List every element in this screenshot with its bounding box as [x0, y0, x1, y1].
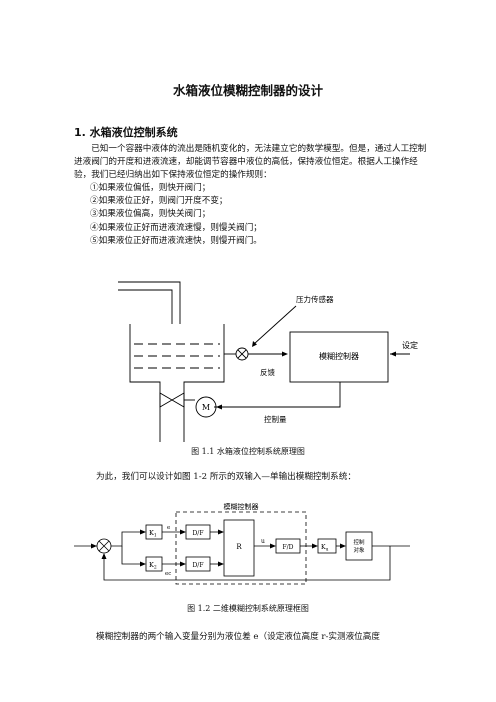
tank-wall: [129, 324, 161, 392]
ec-label: ec: [165, 571, 171, 577]
intro-paragraph: 已知一个容器中液体的流出是随机变化的，无法建立它的数学模型。但是，通过人工控制进…: [74, 144, 427, 181]
rule-item: ①如果液位偏低，则快开阀门；: [90, 183, 211, 193]
fuzzy-control-block-diagram: 模糊控制器 K1 K2 D/F D/F R u F/D Ku 控制 对象 e e…: [74, 502, 410, 585]
figure2-intro: 为此，我们可以设计如图 1-2 所示的双输入—单输出模糊控制系统：: [96, 472, 356, 482]
e-label: e: [167, 525, 170, 531]
control-line: [214, 382, 341, 408]
controller-label: 模糊控制器: [319, 351, 359, 361]
plant-label-line1: 控制: [353, 538, 365, 546]
df-bottom-label: D/F: [193, 562, 204, 569]
inlet-pipe: [118, 281, 181, 324]
control-quantity-label: 控制量: [264, 414, 287, 424]
controller-box: [289, 331, 389, 383]
u-label: u: [261, 538, 265, 545]
plant-block: [345, 531, 373, 561]
fuzzy-controller-boundary: [175, 511, 307, 585]
rule-block: [223, 519, 255, 577]
feedback-path: [103, 546, 391, 581]
motor-label: M: [202, 403, 210, 412]
plant-label-line2: 对象: [353, 546, 365, 554]
closing-paragraph: 模糊控制器的两个输入变量分别为液位差 e（设定液位高度 r-实测液位高度: [96, 632, 380, 642]
k1-label: K1: [149, 529, 157, 539]
rules-list: ①如果液位偏低，则快开阀门； ②如果液位正好，则阀门开度不变； ③如果液位偏高，…: [90, 182, 262, 248]
rule-item: ②如果液位正好，则阀门开度不变；: [90, 196, 228, 207]
rule-label: R: [236, 543, 242, 551]
rule-item: ③如果液位偏高，则快关阀门；: [90, 209, 211, 220]
fd-label: F/D: [283, 544, 294, 551]
valve: [159, 392, 185, 408]
tank-system-diagram: 压力传感器 模糊控制器 设定 反馈 控制量 M: [118, 281, 418, 442]
k2-label: K2: [149, 561, 157, 571]
pressure-sensor-label: 压力传感器: [296, 294, 334, 304]
document-title: 水箱液位模糊控制器的设计: [172, 83, 323, 98]
figure2-caption: 图 1.2 二维模糊控制系统原理框图: [187, 604, 309, 613]
setpoint-label: 设定: [402, 340, 418, 350]
section-heading: 1. 水箱液位控制系统: [74, 126, 178, 139]
ku-label: Ku: [321, 544, 328, 553]
rule-item: ⑤如果液位正好而进液流速快，则慢开阀门。: [90, 235, 262, 246]
feedback-label: 反馈: [260, 367, 275, 377]
rule-item: ④如果液位正好而进液流速慢，则慢关阀门；: [90, 222, 262, 233]
figure1-caption: 图 1.1 水箱液位控制系统原理图: [191, 447, 305, 456]
fuzzy-controller-label: 模糊控制器: [224, 502, 259, 511]
df-top-label: D/F: [193, 530, 204, 537]
